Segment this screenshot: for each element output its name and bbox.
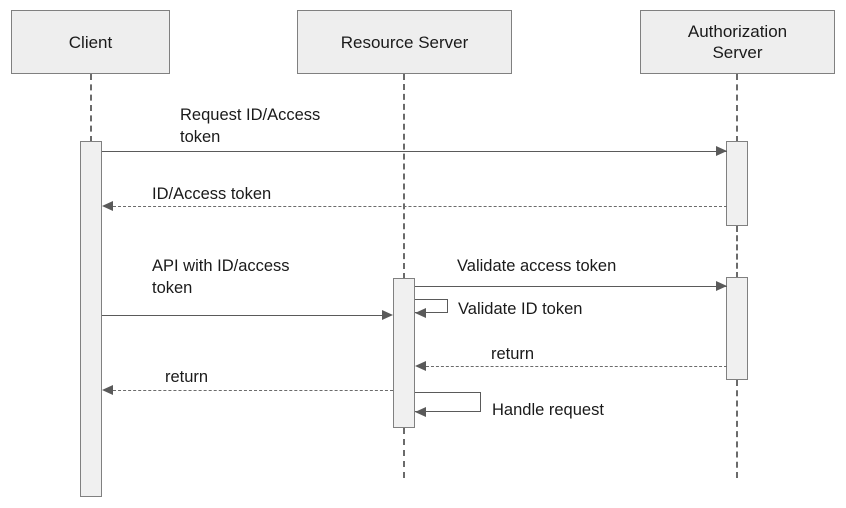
message-line-return-auth-to-resource bbox=[426, 366, 727, 367]
message-arrowhead-return-resource-to-client bbox=[102, 385, 113, 395]
message-label-handle-request: Handle request bbox=[492, 401, 604, 419]
message-line-api-with-id-access-token bbox=[102, 315, 383, 316]
lifeline-authorization-server-tail bbox=[736, 380, 738, 478]
message-line-return-resource-to-client bbox=[113, 390, 393, 391]
message-arrowhead-api-with-id-access-token bbox=[382, 310, 393, 320]
participant-client[interactable]: Client bbox=[11, 10, 170, 74]
lifeline-client bbox=[90, 74, 92, 142]
message-label-api-with-id-access-token: API with ID/access token bbox=[152, 257, 290, 297]
lifeline-authorization-server-mid bbox=[736, 226, 738, 278]
message-arrowhead-validate-id-token bbox=[415, 308, 426, 318]
message-selfloop-handle-request bbox=[415, 392, 481, 412]
message-label-validate-id-token: Validate ID token bbox=[458, 300, 583, 318]
lifeline-authorization-server bbox=[736, 74, 738, 142]
activation-resource-server bbox=[393, 278, 415, 428]
activation-authorization-server-1 bbox=[726, 141, 748, 226]
message-line-id-access-token bbox=[113, 206, 727, 207]
message-selfloop-validate-id-token bbox=[415, 299, 448, 313]
participant-authorization-server-label: Authorization Server bbox=[687, 22, 788, 62]
message-label-id-access-token: ID/Access token bbox=[152, 185, 272, 203]
participant-resource-server-label: Resource Server bbox=[340, 32, 469, 52]
message-line-validate-access-token bbox=[415, 286, 727, 287]
message-arrowhead-handle-request bbox=[415, 407, 426, 417]
message-label-validate-access-token: Validate access token bbox=[457, 257, 617, 275]
participant-authorization-server[interactable]: Authorization Server bbox=[640, 10, 835, 74]
lifeline-resource-server-tail bbox=[403, 428, 405, 478]
message-arrowhead-return-auth-to-resource bbox=[415, 361, 426, 371]
message-arrowhead-id-access-token bbox=[102, 201, 113, 211]
message-arrowhead-validate-access-token bbox=[716, 281, 727, 291]
message-arrowhead-request-id-access-token bbox=[716, 146, 727, 156]
message-label-return-resource-to-client: return bbox=[165, 368, 209, 386]
message-line-request-id-access-token bbox=[102, 151, 727, 152]
activation-client bbox=[80, 141, 102, 497]
lifeline-resource-server bbox=[403, 74, 405, 279]
message-label-request-id-access-token: Request ID/Access token bbox=[180, 106, 321, 146]
message-label-return-auth-to-resource: return bbox=[491, 345, 535, 363]
participant-client-label: Client bbox=[68, 32, 113, 52]
activation-authorization-server-2 bbox=[726, 277, 748, 380]
participant-resource-server[interactable]: Resource Server bbox=[297, 10, 512, 74]
